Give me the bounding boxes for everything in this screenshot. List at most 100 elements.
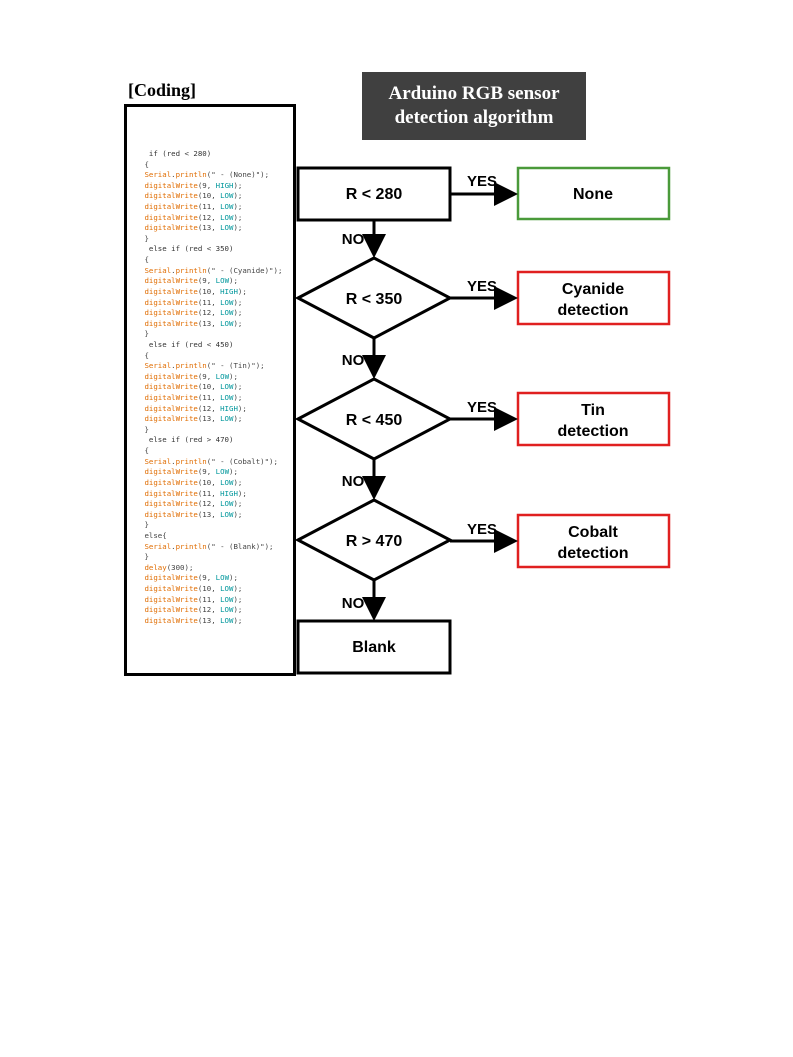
code-token: digitalWrite xyxy=(140,605,198,615)
code-token: (" - (None)"); xyxy=(206,170,270,180)
code-token: (13, xyxy=(197,318,221,328)
code-line: else if (red < 350) xyxy=(140,244,282,255)
code-token: digitalWrite xyxy=(140,371,198,381)
no-label-3: NO xyxy=(342,473,365,490)
code-token: LOW xyxy=(220,583,234,593)
code-token: ); xyxy=(233,615,243,625)
code-token: (9, xyxy=(197,573,216,583)
code-token: (12, xyxy=(197,605,221,615)
code-token: else if (red < 450) xyxy=(140,339,234,349)
code-token: } xyxy=(140,233,149,243)
code-token: ); xyxy=(233,594,243,604)
title-line-2: detection algorithm xyxy=(394,107,554,128)
code-token: { xyxy=(140,255,149,265)
code-token: (" - (Blank)"); xyxy=(206,541,274,551)
code-token: digitalWrite xyxy=(140,488,198,498)
code-token: LOW xyxy=(220,297,234,307)
code-token: (9, xyxy=(197,276,216,286)
code-line: digitalWrite(12, LOW); xyxy=(140,213,282,224)
decision-label-1: R < 350 xyxy=(346,291,403,308)
code-token: (12, xyxy=(197,499,221,509)
outcome-box-cyanide xyxy=(516,270,671,326)
code-token: digitalWrite xyxy=(140,594,198,604)
code-line: if (red < 280) xyxy=(140,149,282,160)
code-token: (10, xyxy=(197,191,221,201)
code-token: ); xyxy=(233,191,243,201)
code-token: HIGH xyxy=(215,180,234,190)
outcome-box-cobalt xyxy=(516,513,671,569)
code-token: (" - (Cyanide)"); xyxy=(206,265,283,275)
code-line: else if (red > 470) xyxy=(140,435,282,446)
code-token: ); xyxy=(233,393,243,403)
code-token: ); xyxy=(229,371,238,381)
code-line: else if (red < 450) xyxy=(140,340,282,351)
code-token: (12, xyxy=(197,212,221,222)
code-line: digitalWrite(10, LOW); xyxy=(140,382,282,393)
code-line: digitalWrite(13, LOW); xyxy=(140,414,282,425)
code-token: digitalWrite xyxy=(140,467,198,477)
outcome-label-none: None xyxy=(573,186,613,203)
code-line: digitalWrite(11, LOW); xyxy=(140,202,282,213)
code-token: Serial xyxy=(140,170,172,180)
code-token: digitalWrite xyxy=(140,393,198,403)
code-token: LOW xyxy=(215,371,230,381)
code-token: digitalWrite xyxy=(140,308,198,318)
outcome-label-cyanide-1: Cyanide xyxy=(562,281,624,298)
code-token: LOW xyxy=(215,276,230,286)
code-token: digitalWrite xyxy=(140,615,198,625)
code-token: (9, xyxy=(197,180,216,190)
code-token: { xyxy=(140,350,149,360)
code-token: } xyxy=(140,424,149,434)
code-line: digitalWrite(13, LOW); xyxy=(140,510,282,521)
code-token: (12, xyxy=(197,308,221,318)
code-token: (" - (Cobalt)"); xyxy=(206,456,278,466)
code-token: HIGH xyxy=(220,488,238,498)
code-line: digitalWrite(10, LOW); xyxy=(140,584,282,595)
outcome-label-cobalt-1: Cobalt xyxy=(568,524,618,541)
code-token: ); xyxy=(233,583,243,593)
code-token: ); xyxy=(233,202,243,212)
code-token: ); xyxy=(229,467,238,477)
yes-label-4: YES xyxy=(467,521,497,538)
code-line: } xyxy=(140,234,282,245)
code-token: digitalWrite xyxy=(140,403,198,413)
code-token: (13, xyxy=(197,509,221,519)
code-token: HIGH xyxy=(220,403,238,413)
decision-label-3: R > 470 xyxy=(346,533,403,550)
no-label-4: NO xyxy=(342,595,365,612)
code-token: LOW xyxy=(220,477,234,487)
title-line-1: Arduino RGB sensor xyxy=(388,83,560,104)
code-token: (10, xyxy=(197,382,221,392)
outcome-label-cyanide-2: detection xyxy=(557,302,628,319)
code-token: digitalWrite xyxy=(140,509,198,519)
outcome-box-none xyxy=(516,166,671,221)
code-token: (13, xyxy=(197,223,221,233)
code-token: ); xyxy=(233,477,243,487)
code-token: else{ xyxy=(140,530,167,540)
code-line: { xyxy=(140,160,282,171)
code-token: else if (red > 470) xyxy=(140,435,234,445)
code-token: LOW xyxy=(220,382,234,392)
code-token: . xyxy=(171,170,176,180)
code-line: digitalWrite(11, HIGH); xyxy=(140,489,282,500)
code-line: digitalWrite(10, LOW); xyxy=(140,478,282,489)
end-label: Blank xyxy=(352,639,396,656)
end-box xyxy=(296,619,452,675)
code-token: } xyxy=(140,520,149,530)
code-token: (10, xyxy=(197,286,221,296)
outcome-label-tin-2: detection xyxy=(557,423,628,440)
code-line: { xyxy=(140,255,282,266)
code-token: Serial xyxy=(140,361,172,371)
code-token: println xyxy=(175,541,207,551)
code-token: LOW xyxy=(220,318,234,328)
code-token: LOW xyxy=(220,499,234,509)
yes-label-2: YES xyxy=(467,278,497,295)
diagram-title: Arduino RGB sensor detection algorithm xyxy=(362,72,586,140)
code-token: LOW xyxy=(220,615,234,625)
code-line: digitalWrite(13, LOW); xyxy=(140,616,282,627)
code-token: (9, xyxy=(197,467,216,477)
code-token: digitalWrite xyxy=(140,499,198,509)
code-token: ); xyxy=(233,499,243,509)
code-token: LOW xyxy=(215,467,230,477)
code-token: (13, xyxy=(197,615,221,625)
